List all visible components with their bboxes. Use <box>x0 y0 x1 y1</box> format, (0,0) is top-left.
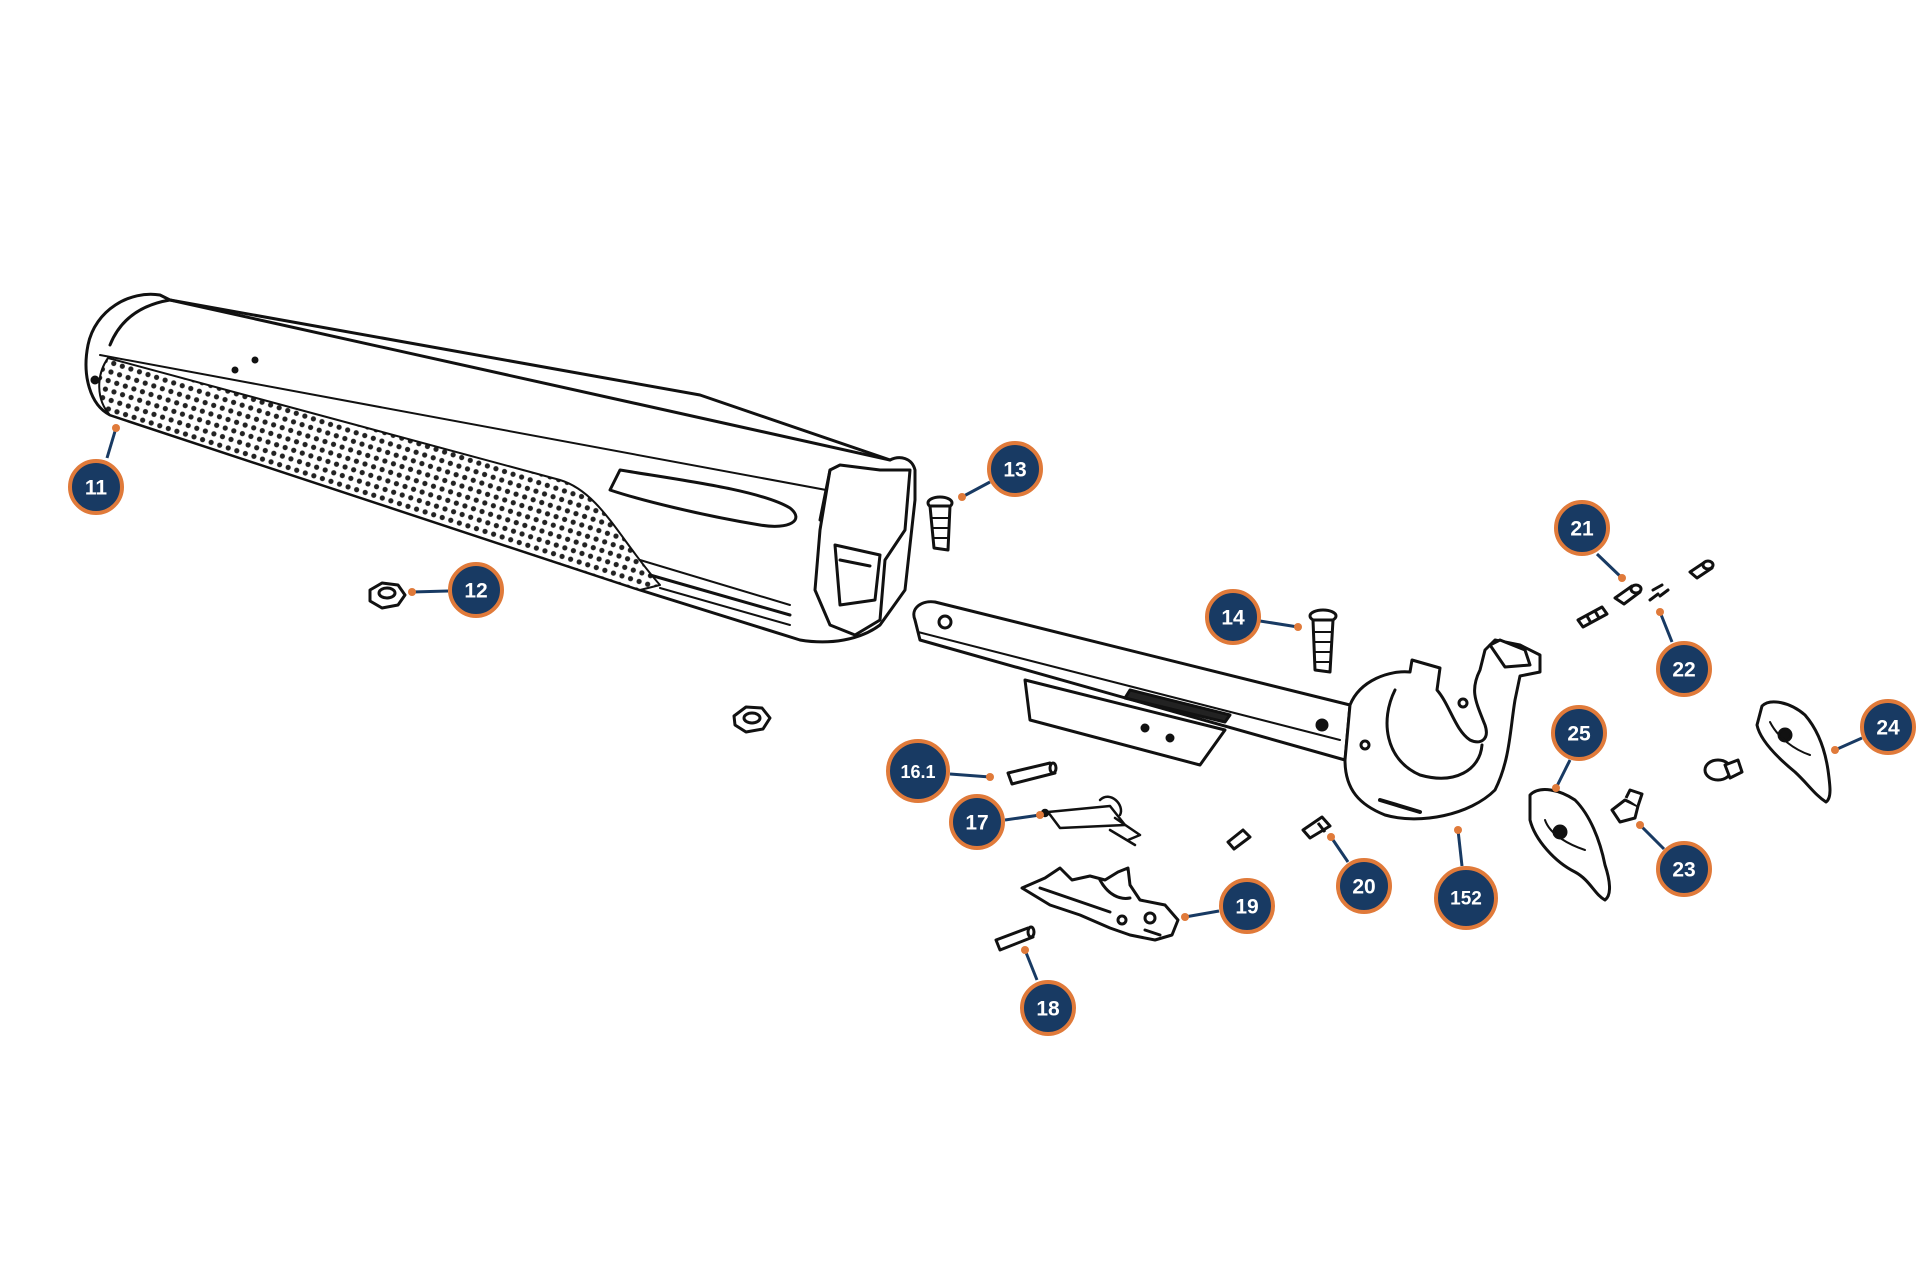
callout-18[interactable]: 18 <box>1020 946 1076 1036</box>
callout-leader-dot <box>1181 913 1189 921</box>
callout-leader-dot <box>1327 833 1335 841</box>
callout-leader-dot <box>112 424 120 432</box>
callout-leader-dot <box>958 493 966 501</box>
callout-21[interactable]: 21 <box>1554 500 1626 582</box>
ejector-pin-b <box>1690 561 1713 578</box>
callout-leader-dot <box>408 588 416 596</box>
callout-23[interactable]: 23 <box>1636 821 1712 897</box>
callout-badge[interactable] <box>1020 980 1076 1036</box>
callout-14[interactable]: 14 <box>1205 589 1302 645</box>
callout-leader-line <box>1456 829 1464 867</box>
callout-badge[interactable] <box>1336 858 1392 914</box>
callout-152[interactable]: 152 <box>1434 826 1498 930</box>
callout-badge[interactable] <box>1434 866 1498 930</box>
ejector-plate-25 <box>1530 790 1610 900</box>
callout-19[interactable]: 19 <box>1181 878 1275 934</box>
callout-badge[interactable] <box>448 562 504 618</box>
callout-13[interactable]: 13 <box>958 441 1043 501</box>
callouts-layer: 11 12 13 14 16.1 17 18 19 20 152 21 22 23 24 25 <box>68 424 1916 1036</box>
callout-leader-line <box>1329 836 1350 863</box>
callout-label: 11 <box>85 477 108 500</box>
callout-label: 24 <box>1876 717 1900 740</box>
callout-badge[interactable] <box>987 441 1043 497</box>
callout-label: 12 <box>464 580 487 603</box>
ejector-plate-24 <box>1757 702 1830 802</box>
callout-22[interactable]: 22 <box>1656 608 1712 697</box>
callout-label: 21 <box>1570 518 1594 541</box>
ejector-spring-22 <box>1650 585 1668 600</box>
callout-label: 19 <box>1235 896 1258 919</box>
callout-leader-line <box>105 427 118 459</box>
forend-iron <box>914 602 1540 819</box>
stud-23 <box>1612 790 1642 822</box>
callout-badge[interactable] <box>886 739 950 803</box>
callout-badge[interactable] <box>1205 589 1261 645</box>
callout-leader-dot <box>1618 574 1626 582</box>
callout-leader-dot <box>1636 821 1644 829</box>
pin-18 <box>996 927 1034 950</box>
callout-20[interactable]: 20 <box>1327 833 1392 914</box>
callout-leader-dot <box>986 773 994 781</box>
escutcheon-nut <box>734 707 770 732</box>
callout-leader-dot <box>1552 784 1560 792</box>
callout-badge[interactable] <box>1860 699 1916 755</box>
callout-badge[interactable] <box>1656 841 1712 897</box>
callout-leader-dot <box>1036 811 1044 819</box>
pin-16-1 <box>1008 763 1056 784</box>
callout-label: 22 <box>1672 659 1695 682</box>
callout-label: 13 <box>1003 459 1026 482</box>
forend-wood <box>86 294 915 642</box>
callout-leader-line <box>1004 813 1041 822</box>
callout-leader-line <box>1595 552 1624 580</box>
forend-latch <box>1022 868 1178 940</box>
callout-leader-dot <box>1656 608 1664 616</box>
callout-leader-line <box>1184 909 1220 919</box>
small-pin-a <box>1228 830 1250 849</box>
callout-label: 14 <box>1221 607 1245 630</box>
callout-badge[interactable] <box>1554 500 1610 556</box>
callout-label: 18 <box>1036 998 1060 1021</box>
callout-11[interactable]: 11 <box>68 424 124 515</box>
callout-label: 20 <box>1352 876 1375 899</box>
forend-iron-screw <box>1310 610 1336 672</box>
callout-25[interactable]: 25 <box>1551 705 1607 792</box>
callout-leader-line <box>961 480 991 499</box>
callout-leader-line <box>949 772 991 779</box>
plunger-20 <box>1303 817 1330 838</box>
callout-leader-line <box>1658 611 1674 643</box>
callout-label: 16.1 <box>900 762 935 782</box>
callout-leader-dot <box>1294 623 1302 631</box>
callout-leader-line <box>1023 949 1039 981</box>
callout-17[interactable]: 17 <box>949 794 1044 850</box>
callout-leader-line <box>1554 759 1572 789</box>
ejector-pin-21 <box>1615 585 1641 604</box>
forend-nut <box>370 583 405 608</box>
callout-leader-line <box>1834 736 1863 752</box>
forend-screw <box>928 497 952 550</box>
button-stud <box>1705 760 1742 780</box>
callout-leader-dot <box>1831 746 1839 754</box>
callout-label: 23 <box>1672 859 1695 882</box>
callout-24[interactable]: 24 <box>1831 699 1916 755</box>
callout-leader-dot <box>1021 946 1029 954</box>
callout-label: 152 <box>1450 889 1482 910</box>
callout-16-1[interactable]: 16.1 <box>886 739 994 803</box>
callout-badge[interactable] <box>1219 878 1275 934</box>
callout-badge[interactable] <box>1656 641 1712 697</box>
callout-label: 25 <box>1567 723 1591 746</box>
callout-label: 17 <box>965 812 988 835</box>
callout-leader-line <box>1638 823 1666 851</box>
callout-leader-line <box>411 589 449 594</box>
callout-leader-line <box>1259 619 1299 629</box>
callout-badge[interactable] <box>1551 705 1607 761</box>
spring-a <box>1578 607 1607 627</box>
callout-leader-dot <box>1454 826 1462 834</box>
callout-badge[interactable] <box>949 794 1005 850</box>
callout-12[interactable]: 12 <box>408 562 504 618</box>
latch-spring <box>1042 797 1140 845</box>
callout-badge[interactable] <box>68 459 124 515</box>
